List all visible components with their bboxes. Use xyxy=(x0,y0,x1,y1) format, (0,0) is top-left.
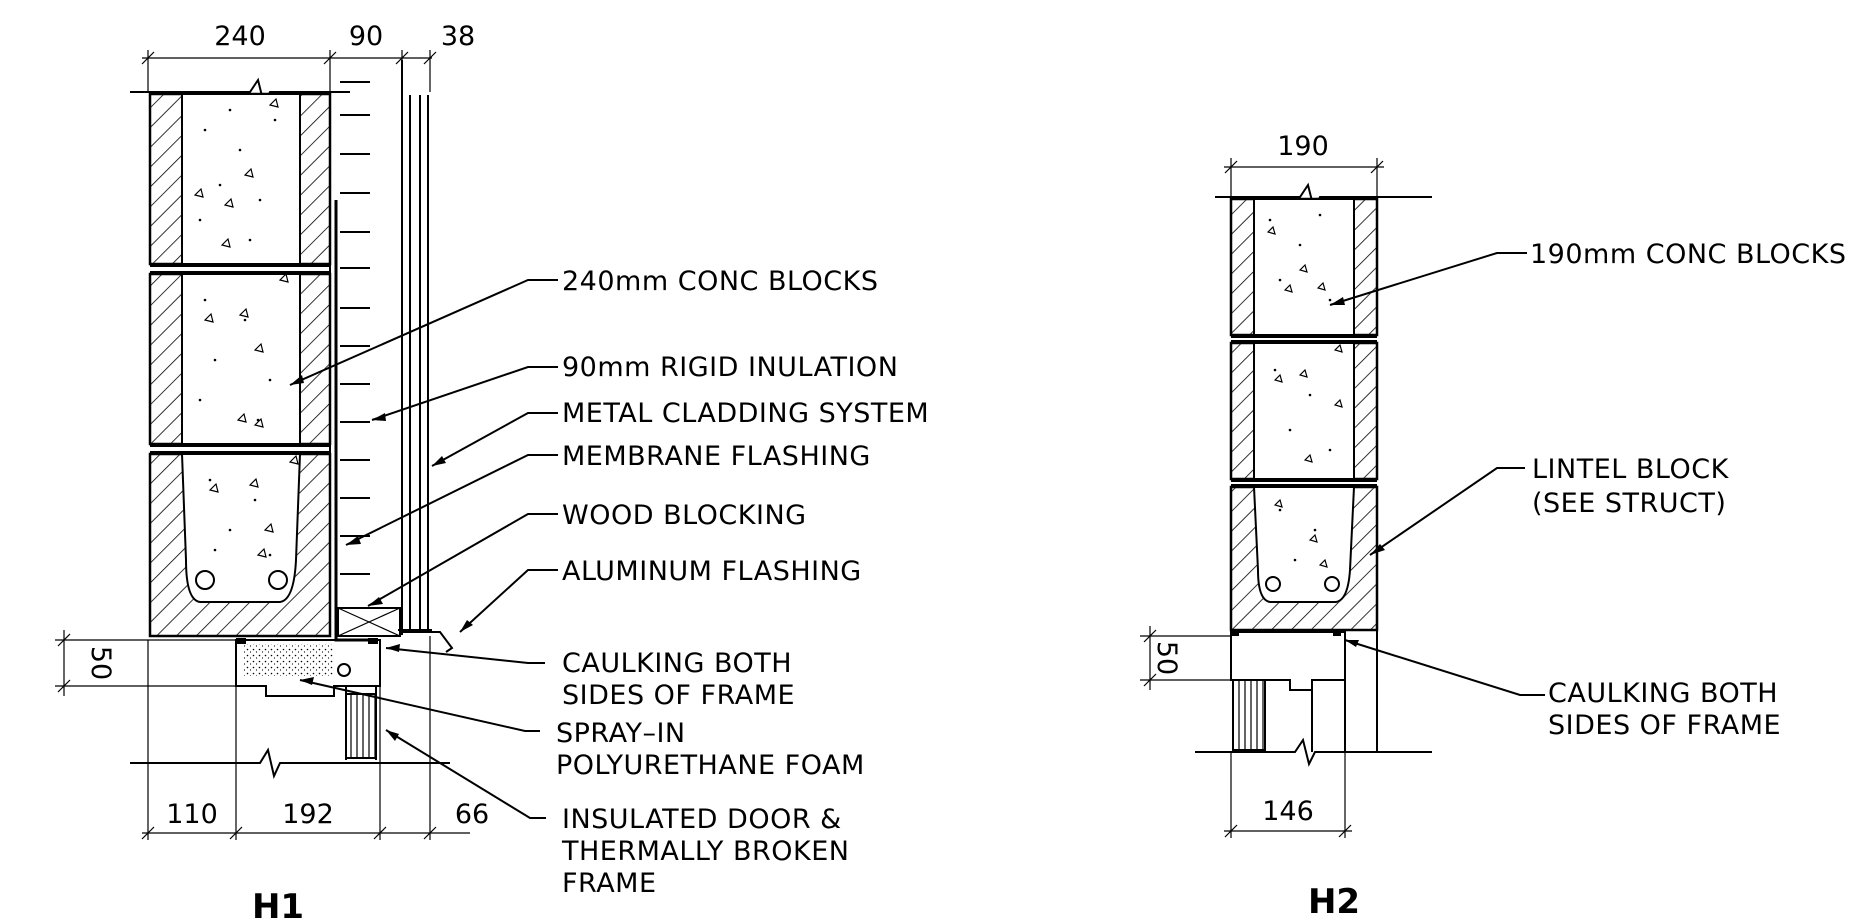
h2-label-conc-blocks: 190mm CONC BLOCKS xyxy=(1530,239,1847,270)
h1-dim-110: 110 xyxy=(166,799,218,830)
h1-label-conc-blocks: 240mm CONC BLOCKS xyxy=(562,266,879,297)
h2-conc-block-2 xyxy=(1229,341,1379,481)
h1-label-door-2: THERMALLY BROKEN xyxy=(561,836,849,867)
h1-dim-192: 192 xyxy=(282,799,334,830)
h2-side-dimension: 50 xyxy=(1140,626,1231,690)
h1-rigid-insulation xyxy=(329,60,403,636)
h2-title: H2 xyxy=(1308,882,1360,921)
h2-door-frame xyxy=(1230,630,1378,752)
h1-aluminum-flashing xyxy=(400,631,454,653)
h1-bottom-dimension: 110 192 66 xyxy=(141,799,489,840)
h1-dim-240: 240 xyxy=(214,21,266,52)
h1-label-door-1: INSULATED DOOR & xyxy=(562,804,842,835)
h1-label-caulking-2: SIDES OF FRAME xyxy=(562,680,795,711)
h1-wood-blocking xyxy=(337,607,401,637)
h2-dim-50: 50 xyxy=(1151,641,1182,675)
h1-door-frame xyxy=(235,638,381,760)
h1-label-spray-1: SPRAY–IN xyxy=(556,718,686,749)
h1-label-spray-2: POLYURETHANE FOAM xyxy=(556,750,865,781)
h1-dim-38: 38 xyxy=(441,21,475,52)
h2-label-lintel-2: (SEE STRUCT) xyxy=(1532,488,1726,519)
h1-dim-90: 90 xyxy=(349,21,383,52)
h1-label-metal-cladding: METAL CLADDING SYSTEM xyxy=(562,398,929,429)
h2-leader-lines xyxy=(1329,252,1545,696)
h1-metal-cladding xyxy=(398,95,432,631)
h2-break-line-bottom xyxy=(1195,737,1432,767)
h2-label-lintel-1: LINTEL BLOCK xyxy=(1532,454,1730,485)
h2-dim-190: 190 xyxy=(1277,131,1329,162)
h2-bottom-dimension: 146 xyxy=(1224,752,1352,838)
h1-label-membrane-flashing: MEMBRANE FLASHING xyxy=(562,441,871,472)
h1-label-door-3: FRAME xyxy=(562,868,657,899)
h2-label-caulking-2: SIDES OF FRAME xyxy=(1548,710,1781,741)
h1-label-rigid-insulation: 90mm RIGID INULATION xyxy=(562,352,898,383)
h1-label-caulking-1: CAULKING BOTH xyxy=(562,648,792,679)
h1-lintel-block xyxy=(148,452,332,638)
h1-title: H1 xyxy=(252,887,304,921)
h2-lintel-block xyxy=(1229,485,1379,632)
h1-top-dimension: 240 90 38 xyxy=(141,21,475,92)
h1-conc-block-2 xyxy=(148,272,332,446)
h1-break-line-top xyxy=(130,77,350,107)
h2-break-line-top xyxy=(1215,182,1432,212)
detail-h1: 240 90 38 xyxy=(55,21,929,921)
h2-dim-146: 146 xyxy=(1262,796,1314,827)
h1-dim-50: 50 xyxy=(85,646,116,680)
h2-top-dimension: 190 xyxy=(1224,131,1384,197)
h1-conc-block-1 xyxy=(148,92,332,266)
h1-leader-lines xyxy=(289,279,558,819)
h1-break-line-bottom xyxy=(130,747,450,780)
h2-conc-block-1 xyxy=(1229,197,1379,337)
detail-h2: 190 xyxy=(1140,131,1847,921)
h2-label-caulking-1: CAULKING BOTH xyxy=(1548,678,1778,709)
h1-dim-66: 66 xyxy=(455,799,489,830)
h1-label-aluminum-flashing: ALUMINUM FLASHING xyxy=(562,556,862,587)
h1-label-wood-blocking: WOOD BLOCKING xyxy=(562,500,807,531)
h1-side-dimension: 50 xyxy=(55,630,236,696)
